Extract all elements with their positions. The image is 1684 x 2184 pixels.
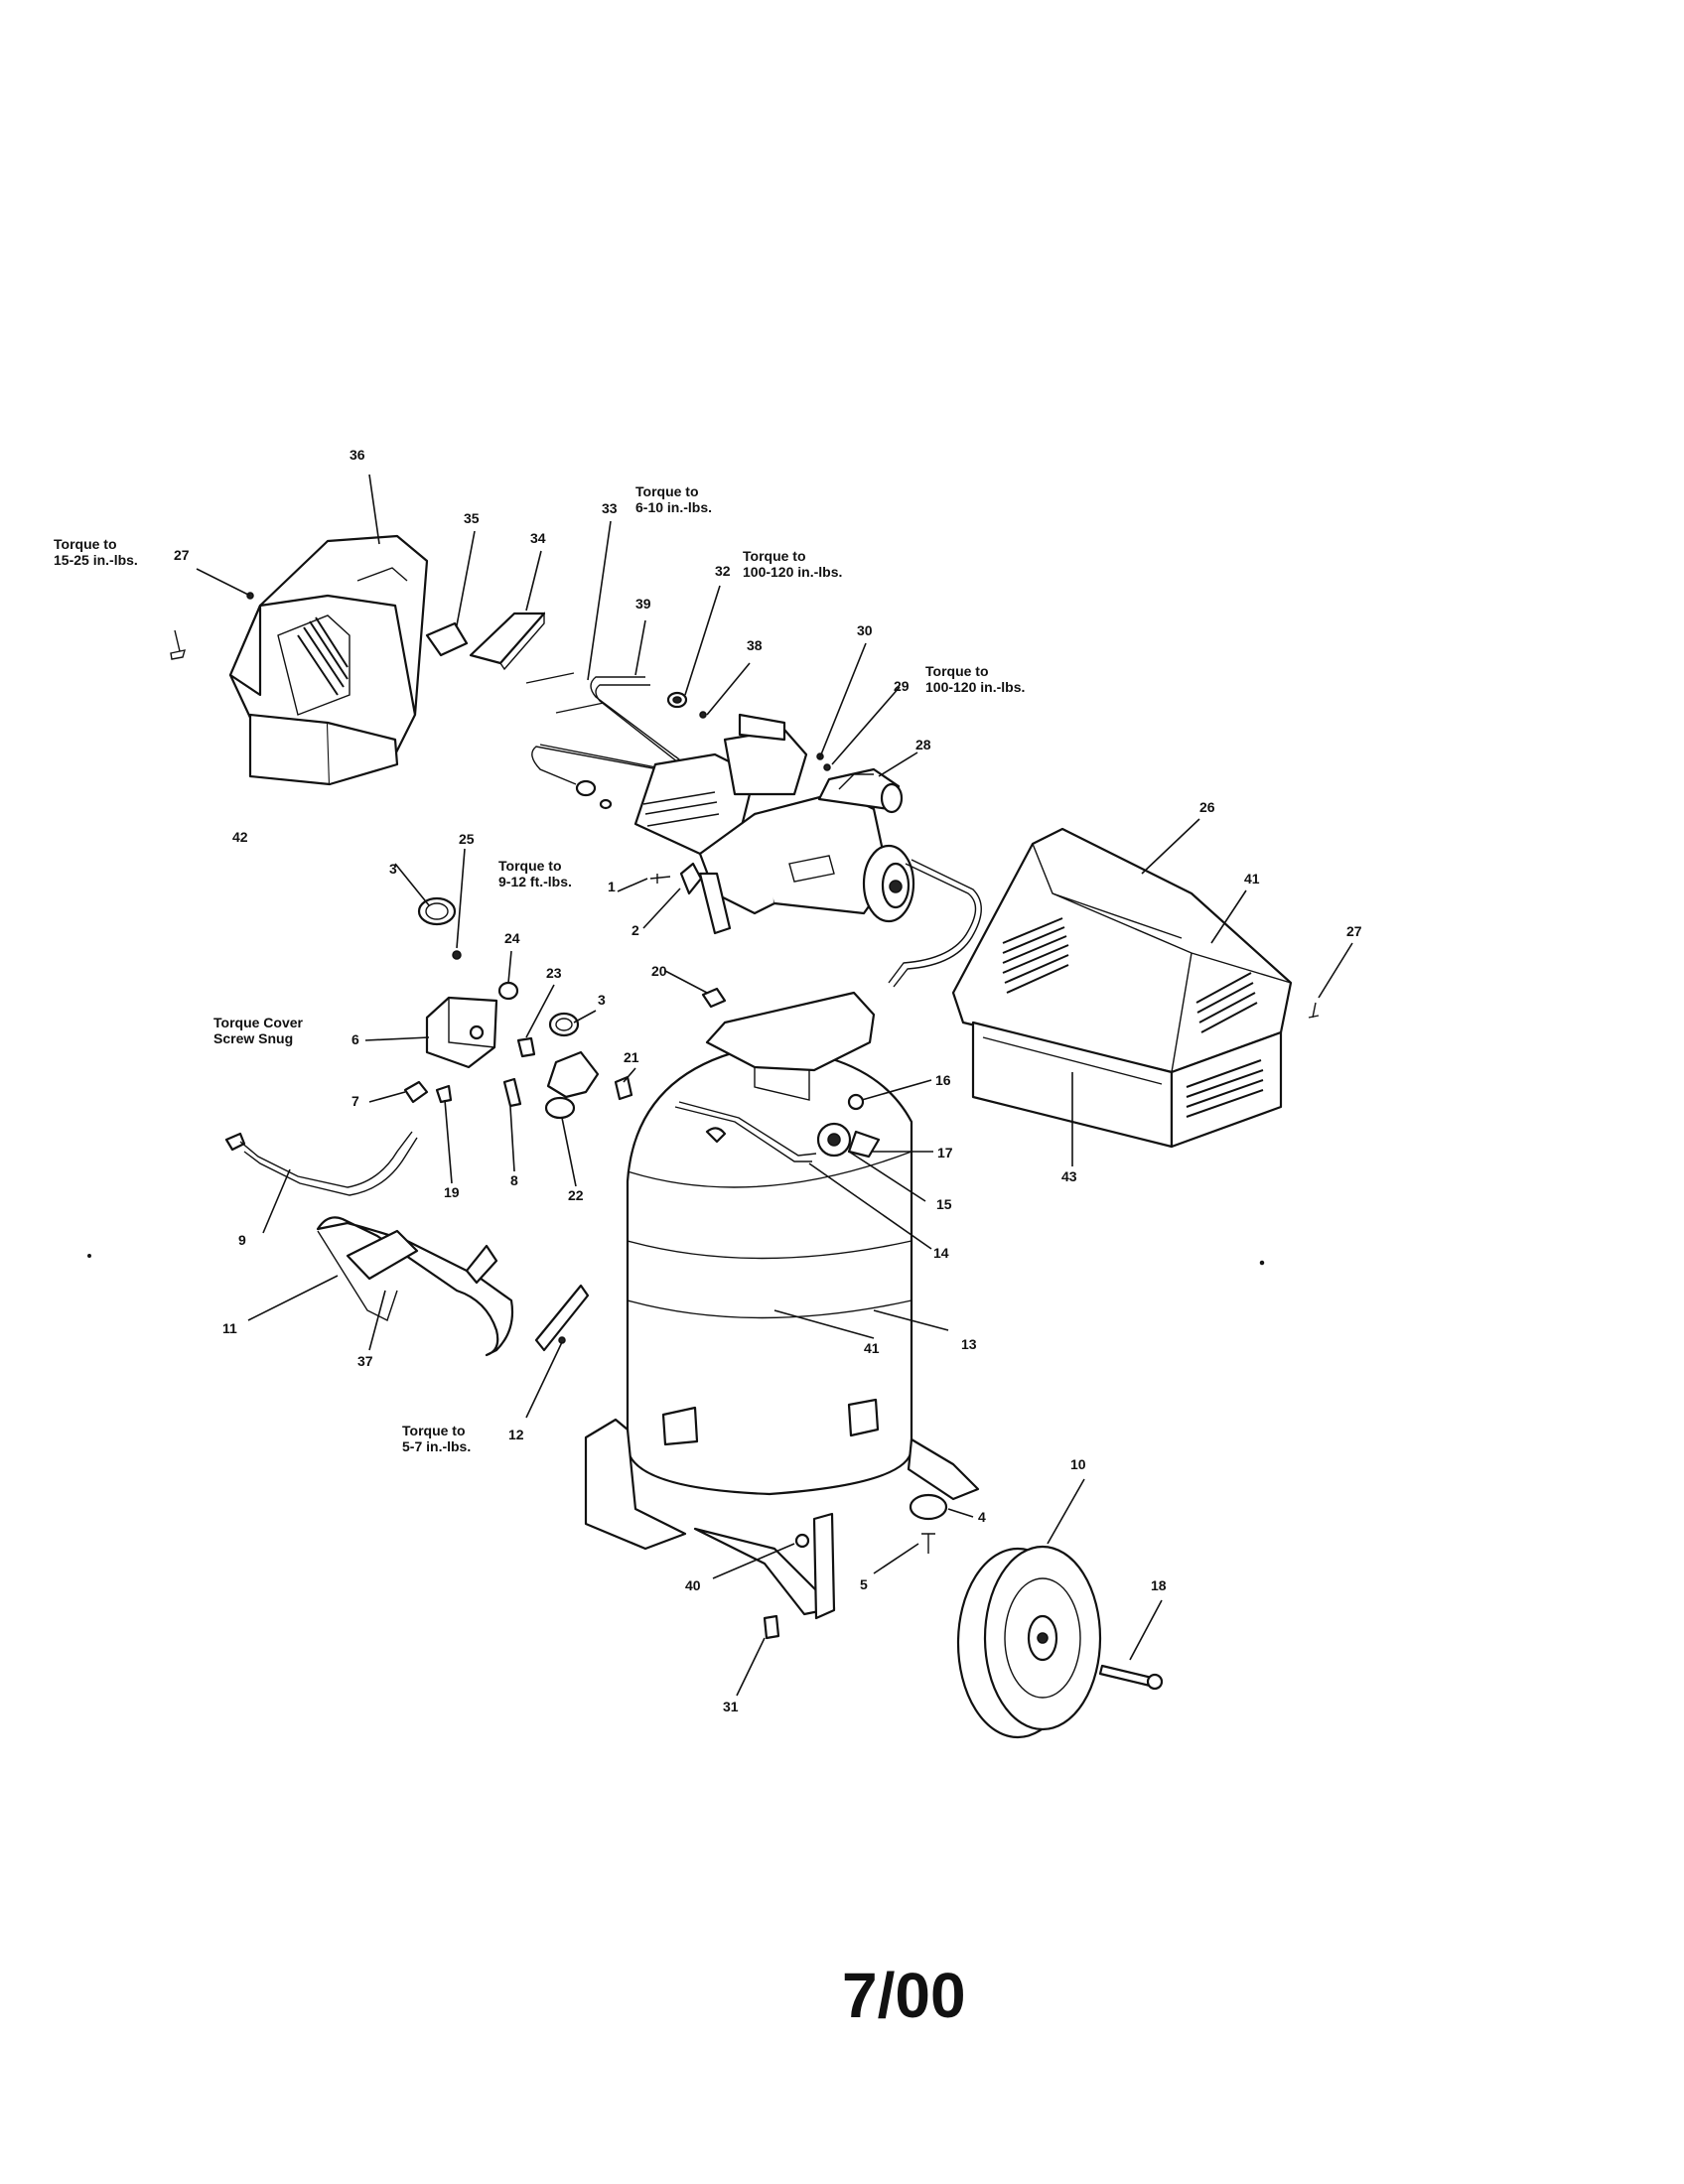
callout-3-top: 3 <box>389 861 397 877</box>
callout-11: 11 <box>222 1320 237 1336</box>
page-date: 7/00 <box>842 1960 966 2031</box>
callout-18: 18 <box>1151 1577 1167 1593</box>
callout-37: 37 <box>357 1353 373 1369</box>
callout-6: 6 <box>351 1031 359 1047</box>
torque-cover-line1: Torque Cover <box>213 1015 304 1030</box>
callout-29: 29 <box>894 678 910 694</box>
callout-23: 23 <box>546 965 562 981</box>
torque-100-120a-line1: Torque to <box>743 548 806 564</box>
callout-24: 24 <box>504 930 520 946</box>
torque-5-7-line1: Torque to <box>402 1423 466 1438</box>
callout-20: 20 <box>651 963 667 979</box>
callout-14: 14 <box>933 1245 949 1261</box>
torque-6-10-line1: Torque to <box>635 483 699 499</box>
callout-1: 1 <box>608 879 616 894</box>
callout-25: 25 <box>459 831 475 847</box>
callout-19: 19 <box>444 1184 460 1200</box>
callout-41-shroud: 41 <box>1244 871 1260 887</box>
nut-part <box>666 691 688 709</box>
callout-26: 26 <box>1199 799 1215 815</box>
torque-9-12-line2: 9-12 ft.-lbs. <box>498 874 572 889</box>
callout-4: 4 <box>978 1509 986 1525</box>
callout-42: 42 <box>232 829 248 845</box>
callout-21: 21 <box>624 1049 639 1065</box>
torque-15-25-line2: 15-25 in.-lbs. <box>54 552 138 568</box>
callout-28: 28 <box>915 737 931 752</box>
callout-32: 32 <box>715 563 731 579</box>
callout-43: 43 <box>1061 1168 1077 1184</box>
torque-9-12-line1: Torque to <box>498 858 562 874</box>
callout-38: 38 <box>747 637 763 653</box>
bolts-part <box>525 672 605 714</box>
callout-8: 8 <box>510 1172 518 1188</box>
callout-10: 10 <box>1070 1456 1086 1472</box>
callout-39: 39 <box>635 596 651 612</box>
callout-3-mid: 3 <box>598 992 606 1008</box>
callout-16: 16 <box>935 1072 951 1088</box>
rear-shroud-part <box>951 827 1293 1149</box>
callout-35: 35 <box>464 510 480 526</box>
callout-9: 9 <box>238 1232 246 1248</box>
torque-5-7-line2: 5-7 in.-lbs. <box>402 1438 471 1454</box>
callout-7: 7 <box>351 1093 359 1109</box>
callout-36: 36 <box>350 447 365 463</box>
handle-part <box>316 1216 590 1357</box>
torque-6-10-line2: 6-10 in.-lbs. <box>635 499 712 515</box>
torque-100-120a-line2: 100-120 in.-lbs. <box>743 564 842 580</box>
power-cord-part <box>224 1131 418 1196</box>
front-shroud-part <box>228 534 429 786</box>
wheel-part <box>956 1545 1102 1739</box>
callout-40: 40 <box>685 1577 701 1593</box>
callout-12: 12 <box>508 1427 524 1442</box>
callout-17: 17 <box>937 1145 953 1160</box>
tank-legs-part <box>584 1418 980 1620</box>
callout-2: 2 <box>632 922 639 938</box>
callout-27-left: 27 <box>174 547 190 563</box>
baffle-part <box>425 621 469 657</box>
bracket-part <box>469 612 546 671</box>
torque-100-120b-line1: Torque to <box>925 663 989 679</box>
leader-lines <box>196 474 1353 1697</box>
torque-cover-line2: Screw Snug <box>213 1030 293 1046</box>
fittings-parts <box>403 896 727 1120</box>
callout-33: 33 <box>602 500 618 516</box>
air-tank-part <box>626 991 913 1496</box>
callout-34: 34 <box>530 530 546 546</box>
callout-labels: 36 35 34 33 32 39 38 30 29 28 27 42 26 4… <box>174 447 1362 1714</box>
callout-30: 30 <box>857 622 873 638</box>
callout-13: 13 <box>961 1336 977 1352</box>
callout-22: 22 <box>568 1187 584 1203</box>
callout-31: 31 <box>723 1699 739 1714</box>
callout-15: 15 <box>936 1196 952 1212</box>
torque-notes: Torque to 6-10 in.-lbs. Torque to 15-25 … <box>54 483 1025 1454</box>
callout-5: 5 <box>860 1576 868 1592</box>
callout-27-right: 27 <box>1346 923 1362 939</box>
torque-15-25-line1: Torque to <box>54 536 117 552</box>
torque-100-120b-line2: 100-120 in.-lbs. <box>925 679 1025 695</box>
callout-41-tank: 41 <box>864 1340 880 1356</box>
pump-motor-assembly <box>633 713 915 935</box>
